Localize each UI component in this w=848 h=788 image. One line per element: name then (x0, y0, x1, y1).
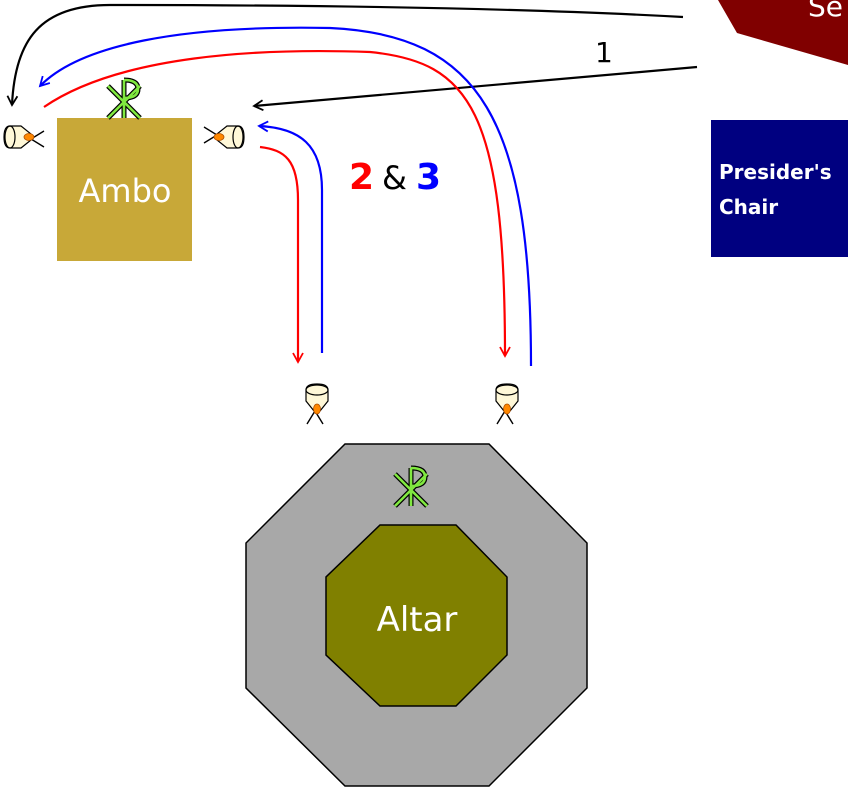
route-1-label: 1 (595, 36, 613, 69)
route-3-arrows (38, 26, 533, 367)
ambo: Ambo (57, 118, 192, 261)
route-3-label: 3 (416, 157, 441, 198)
route-amp-label: & (382, 159, 407, 197)
altar-label: Altar (377, 600, 458, 640)
candle-icon (305, 383, 329, 425)
altar: Altar (245, 443, 588, 787)
route-2-label: 2 (349, 157, 374, 198)
seats-label: Se (808, 0, 843, 23)
candle-icon (495, 383, 519, 425)
route-2-arrows (43, 49, 511, 364)
chi-rho-icon (108, 80, 140, 118)
candle-icon (3, 125, 45, 149)
ambo-label: Ambo (79, 172, 172, 210)
seats-block: Se (718, 0, 848, 65)
presider-chair-label-1: Presider's (719, 160, 832, 184)
route-1-arrows (6, 3, 698, 112)
presider-chair-label-2: Chair (719, 195, 778, 219)
candle-icon (203, 125, 245, 149)
presider-chair: Presider's Chair (711, 120, 848, 257)
